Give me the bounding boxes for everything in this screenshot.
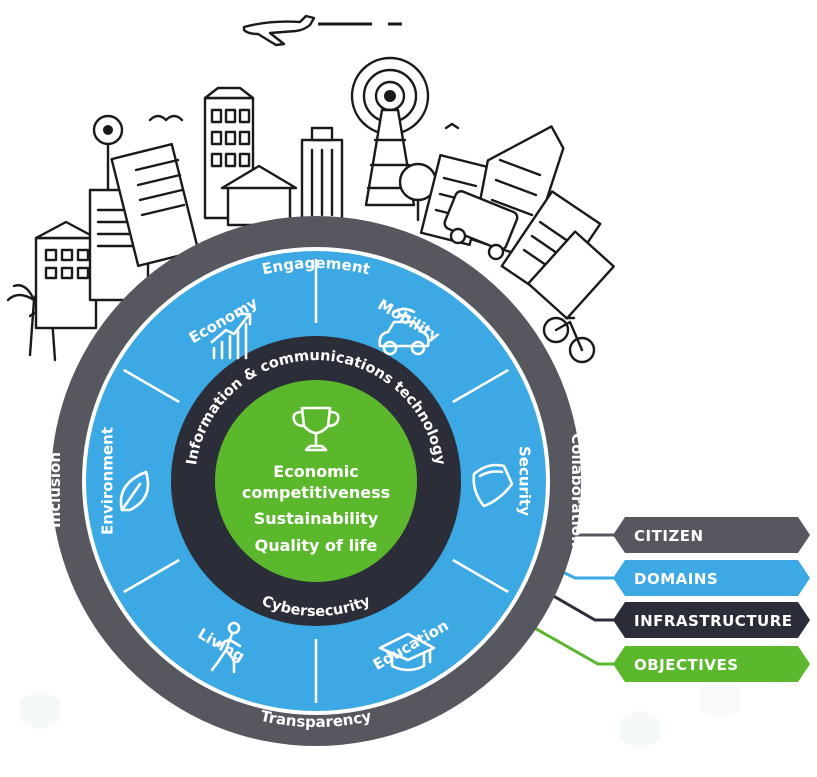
domain-divider <box>452 368 509 404</box>
svg-text:OBJECTIVES: OBJECTIVES <box>634 656 739 674</box>
trophy-icon <box>292 406 340 452</box>
legend-tag-domains: DOMAINS <box>613 560 810 596</box>
bus-icon <box>443 190 519 261</box>
graduation-cap-icon <box>378 632 436 672</box>
citizen-label-right: Collaboration <box>568 433 586 547</box>
svg-text:INFRASTRUCTURE: INFRASTRUCTURE <box>634 612 793 630</box>
domain-divider <box>452 558 509 594</box>
walking-person-icon <box>210 621 242 674</box>
domain-divider <box>123 368 180 404</box>
objective-quality-of-life: Quality of life <box>255 536 378 555</box>
airplane-icon <box>242 14 402 47</box>
building <box>527 230 615 320</box>
objective-sustainability: Sustainability <box>254 509 379 528</box>
svg-text:CITIZEN: CITIZEN <box>634 527 704 545</box>
legend-tag-citizen: CITIZEN <box>613 517 810 553</box>
legend-tag-objectives: OBJECTIVES <box>613 646 810 682</box>
growth-chart-icon <box>210 312 252 360</box>
leaf-icon <box>119 470 150 512</box>
background-hexagons <box>20 680 740 750</box>
car-icon <box>378 307 430 356</box>
city-skyline <box>6 14 615 364</box>
objective-line-1: Economic <box>273 462 358 481</box>
svg-text:DOMAINS: DOMAINS <box>634 570 718 588</box>
objectives-core <box>215 380 417 582</box>
bicycle-icon <box>542 316 596 364</box>
objective-line-2: competitiveness <box>242 483 390 502</box>
citizen-label-left: Inclusion <box>46 452 64 528</box>
legend-tag-infrastructure: INFRASTRUCTURE <box>613 602 810 638</box>
domain-label-security: Security <box>516 446 534 516</box>
shield-icon <box>472 463 514 508</box>
domain-divider <box>123 558 180 594</box>
radio-tower-icon <box>92 114 124 192</box>
domain-dividers <box>123 259 509 703</box>
domain-label-environment: Environment <box>99 427 117 535</box>
